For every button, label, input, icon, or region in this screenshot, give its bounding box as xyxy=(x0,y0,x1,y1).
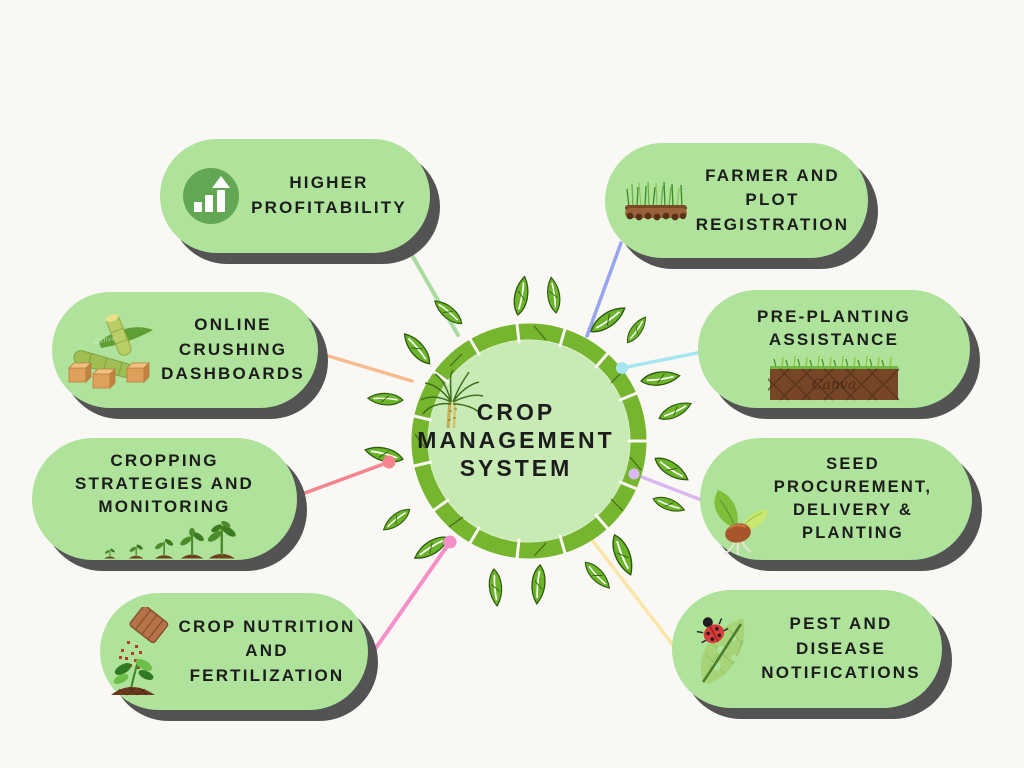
node-higher-profitability[interactable]: HIGHER PROFITABILITY xyxy=(160,139,430,253)
ladybug-leaf-icon xyxy=(696,617,745,684)
bamboo-ticks xyxy=(414,325,642,557)
sprouting-seed-icon xyxy=(714,490,769,556)
node-pest-disease-notifications[interactable]: PEST AND DISEASE NOTIFICATIONS xyxy=(672,590,942,708)
connector-cropping-strategies xyxy=(292,460,391,499)
node-label: PRE-PLANTING ASSISTANCE xyxy=(757,307,911,349)
node-label: FARMER AND PLOT REGISTRATION xyxy=(695,165,850,234)
node-cropping-strategies-monitoring[interactable]: CROPPING STRATEGIES AND MONITORING xyxy=(32,438,297,560)
bamboo-joints xyxy=(412,322,649,560)
connectors xyxy=(292,241,706,657)
plant-growth-stages-icon xyxy=(103,520,236,559)
node-label: PEST AND DISEASE NOTIFICATIONS xyxy=(761,614,921,683)
connector-online-crushing xyxy=(313,350,414,383)
fertilizer-pour-icon xyxy=(110,606,168,695)
connector-dots xyxy=(382,362,640,549)
grass-soil-icon xyxy=(624,181,687,220)
canva-watermark: Canva xyxy=(812,377,856,393)
growth-chart-icon xyxy=(183,168,240,224)
canva-watermark-small: Canva xyxy=(93,334,116,346)
node-label: CROPPING STRATEGIES AND MONITORING xyxy=(74,451,255,516)
hub-wreath xyxy=(362,274,695,608)
hub-title[interactable]: CROP MANAGEMENT SYSTEM xyxy=(417,399,615,482)
node-label: HIGHER PROFITABILITY xyxy=(251,173,407,217)
node-seed-procurement-delivery-planting[interactable]: SEED PROCUREMENT, DELIVERY & PLANTING xyxy=(700,438,972,560)
plant-stage xyxy=(103,520,236,559)
node-pre-planting-assistance[interactable]: PRE-PLANTING ASSISTANCE Canva xyxy=(698,290,970,408)
connector-crop-nutrition xyxy=(369,540,452,657)
node-label: CROP NUTRITION AND FERTILIZATION xyxy=(178,616,356,685)
node-farmer-plot-registration[interactable]: FARMER AND PLOT REGISTRATION xyxy=(605,143,868,258)
node-crop-nutrition-fertilization[interactable]: CROP NUTRITION AND FERTILIZATION xyxy=(100,593,368,710)
sugarcane-plant-icon xyxy=(420,369,484,429)
connector-farmer-plot-registration xyxy=(585,241,623,338)
sugarcane-cubes-icon: Canva xyxy=(68,313,154,389)
node-online-crushing-dashboards[interactable]: Canva ONLINE CRUSHING DASHBOARDS xyxy=(52,292,318,408)
connector-seed-procurement xyxy=(632,472,706,503)
node-label: SEED PROCUREMENT, DELIVERY & PLANTING xyxy=(773,454,933,543)
connector-pest-disease xyxy=(587,534,678,651)
connector-pre-planting xyxy=(620,350,704,370)
soil-block-icon: Canva xyxy=(768,355,900,401)
node-label: ONLINE CRUSHING DASHBOARDS xyxy=(161,315,305,384)
